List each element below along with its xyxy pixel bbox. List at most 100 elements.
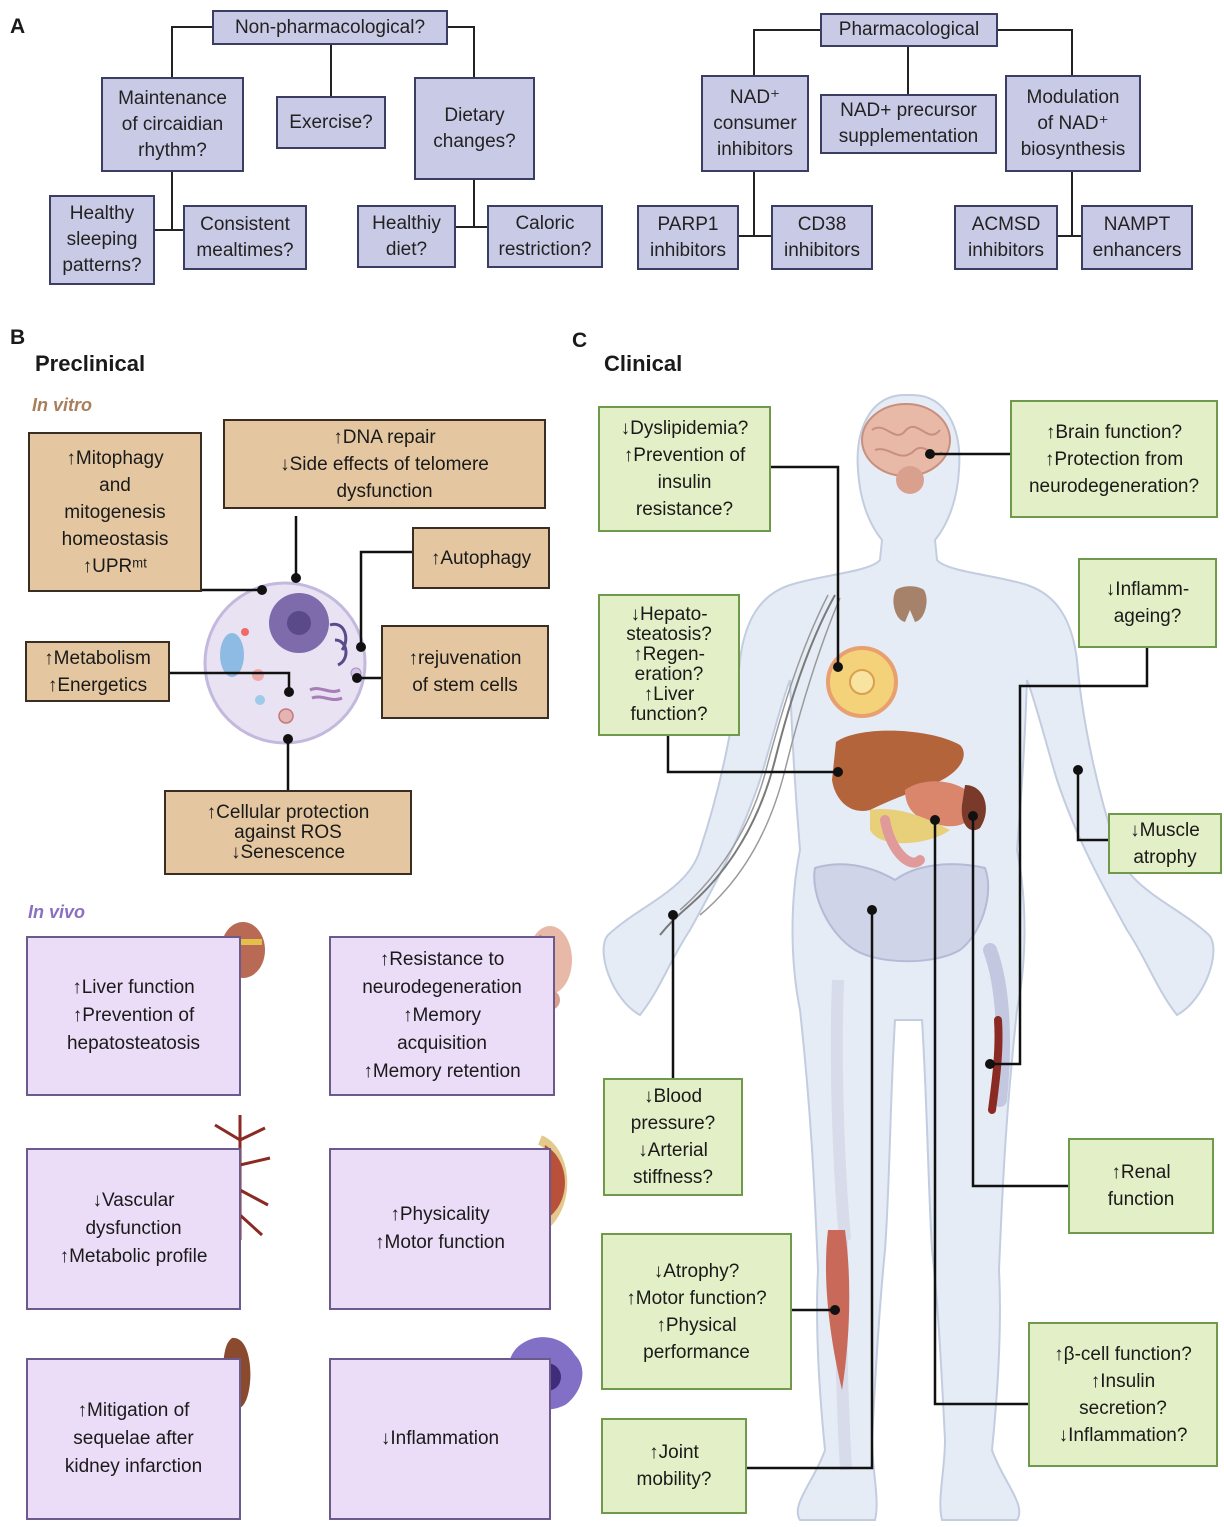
node-label: ACMSD xyxy=(972,212,1041,238)
node-label: PARP1 xyxy=(658,212,719,238)
stem-cell-rejuvenation-box: ↑rejuvenation of stem cells xyxy=(381,625,549,719)
box-line: resistance? xyxy=(636,496,733,523)
box-line: insulin xyxy=(658,469,712,496)
box-line: dysfunction xyxy=(85,1215,181,1243)
node-label: patterns? xyxy=(62,253,141,279)
node-label: diet? xyxy=(386,237,427,263)
box-line: acquisition xyxy=(397,1030,487,1058)
node-label: Maintenance xyxy=(118,86,227,112)
box-line: ↑Autophagy xyxy=(431,545,531,572)
neurodegeneration-box: ↑Resistance to neurodegeneration ↑Memory… xyxy=(329,936,555,1096)
nad-biosynthesis-node: Modulation of NAD⁺ biosynthesis xyxy=(1005,75,1141,172)
box-line: sequelae after xyxy=(73,1425,193,1453)
box-line: against ROS xyxy=(234,823,342,843)
blood-pressure-box: ↓Blood pressure? ↓Arterial stiffness? xyxy=(603,1078,743,1196)
node-label: restriction? xyxy=(499,237,592,263)
box-line: ↑Regen- xyxy=(633,645,705,665)
box-line: ↑Prevention of xyxy=(73,1002,194,1030)
box-line: ↓Blood xyxy=(644,1083,702,1110)
box-line: ↓Inflamm- xyxy=(1106,576,1189,603)
box-line: ↓Dyslipidemia? xyxy=(621,415,749,442)
box-line: ↑Liver xyxy=(644,685,695,705)
circadian-rhythm-node: Maintenance of circaidian rhythm? xyxy=(101,77,244,172)
subheading-in-vitro: In vitro xyxy=(32,395,92,416)
renal-function-box: ↑Renal function xyxy=(1068,1138,1214,1234)
box-line: ↑Renal xyxy=(1111,1159,1170,1186)
box-line: ↑Resistance to xyxy=(380,946,505,974)
box-line: ↑Motor function xyxy=(375,1229,505,1257)
node-label: inhibitors xyxy=(968,238,1044,264)
subheading-in-vivo: In vivo xyxy=(28,902,85,923)
box-line: ↓Arterial xyxy=(638,1137,708,1164)
node-label: supplementation xyxy=(839,124,978,150)
box-line: ↑β-cell function? xyxy=(1054,1341,1192,1368)
caloric-restriction-node: Caloric restriction? xyxy=(487,205,603,268)
acmsd-inhibitors-node: ACMSD inhibitors xyxy=(954,205,1058,270)
box-line: ↓Vascular xyxy=(92,1187,174,1215)
node-label: NAD⁺ xyxy=(730,85,780,111)
heading-preclinical: Preclinical xyxy=(35,351,145,377)
autophagy-box: ↑Autophagy xyxy=(412,527,550,589)
box-line: ↑Liver function xyxy=(72,974,195,1002)
dna-repair-box: ↑DNA repair ↓Side effects of telomere dy… xyxy=(223,419,546,509)
node-label: sleeping xyxy=(67,227,138,253)
box-line: ↑UPRᵐᵗ xyxy=(83,553,148,580)
node-label: of circaidian xyxy=(122,112,223,138)
node-label: NAMPT xyxy=(1104,212,1171,238)
healthy-sleeping-node: Healthy sleeping patterns? xyxy=(49,195,155,285)
box-line: ↓Muscle xyxy=(1130,817,1200,844)
cellular-protection-box: ↑Cellular protection against ROS ↓Senesc… xyxy=(164,790,412,875)
node-label: Pharmacological xyxy=(839,17,979,43)
box-line: ↑Cellular protection xyxy=(207,803,370,823)
node-label: rhythm? xyxy=(138,138,207,164)
box-line: ↑Metabolism xyxy=(44,645,151,672)
beta-cell-box: ↑β-cell function? ↑Insulin secretion? ↓I… xyxy=(1028,1322,1218,1467)
box-line: ↑Physical xyxy=(656,1312,736,1339)
box-line: ↓Senescence xyxy=(231,843,345,863)
consistent-mealtimes-node: Consistent mealtimes? xyxy=(183,205,307,270)
box-line: and xyxy=(99,472,131,499)
node-label: Healthiy xyxy=(372,211,441,237)
box-line: ↑DNA repair xyxy=(333,424,435,451)
cd38-inhibitors-node: CD38 inhibitors xyxy=(771,205,873,270)
physicality-box: ↑Physicality ↑Motor function xyxy=(329,1148,551,1310)
nampt-enhancers-node: NAMPT enhancers xyxy=(1081,205,1193,270)
vascular-box: ↓Vascular dysfunction ↑Metabolic profile xyxy=(26,1148,241,1310)
brain-function-box: ↑Brain function? ↑Protection from neurod… xyxy=(1010,400,1218,518)
nad-precursor-node: NAD+ precursor supplementation xyxy=(820,94,997,154)
box-line: ↑Insulin xyxy=(1091,1368,1155,1395)
box-line: ↑Memory xyxy=(403,1002,481,1030)
box-line: ↑Mitophagy xyxy=(66,445,163,472)
node-label: of NAD⁺ xyxy=(1037,111,1108,137)
node-label: biosynthesis xyxy=(1021,137,1126,163)
box-line: kidney infarction xyxy=(65,1453,202,1481)
box-line: hepatosteatosis xyxy=(67,1030,200,1058)
box-line: ↓Inflammation xyxy=(381,1425,499,1453)
box-line: ↑Metabolic profile xyxy=(60,1243,208,1271)
pharmacological-node: Pharmacological xyxy=(820,13,998,47)
exercise-node: Exercise? xyxy=(276,96,386,149)
box-line: eration? xyxy=(635,665,704,685)
node-label: NAD+ precursor xyxy=(840,98,977,124)
box-line: ↑Motor function? xyxy=(626,1285,766,1312)
box-line: dysfunction xyxy=(336,478,432,505)
node-label: Exercise? xyxy=(289,110,372,136)
node-label: Non-pharmacological? xyxy=(235,15,425,41)
dyslipidemia-box: ↓Dyslipidemia? ↑Prevention of insulin re… xyxy=(598,406,771,532)
box-line: ↑Joint xyxy=(649,1439,699,1466)
box-line: pressure? xyxy=(631,1110,716,1137)
metabolism-box: ↑Metabolism ↑Energetics xyxy=(25,641,170,702)
panel-letter-a: A xyxy=(10,15,25,39)
muscle-atrophy-box: ↓Muscle atrophy xyxy=(1108,813,1222,874)
box-line: ageing? xyxy=(1114,603,1182,630)
inflammation-box: ↓Inflammation xyxy=(329,1358,551,1520)
node-label: consumer xyxy=(713,111,796,137)
box-line: steatosis? xyxy=(626,625,712,645)
node-label: inhibitors xyxy=(650,238,726,264)
box-line: function xyxy=(1108,1186,1175,1213)
node-label: mealtimes? xyxy=(196,238,293,264)
node-label: enhancers xyxy=(1093,238,1182,264)
hepatosteatosis-box: ↓Hepato- steatosis? ↑Regen- eration? ↑Li… xyxy=(598,594,740,736)
box-line: performance xyxy=(643,1339,750,1366)
box-line: ↑rejuvenation xyxy=(408,645,521,672)
